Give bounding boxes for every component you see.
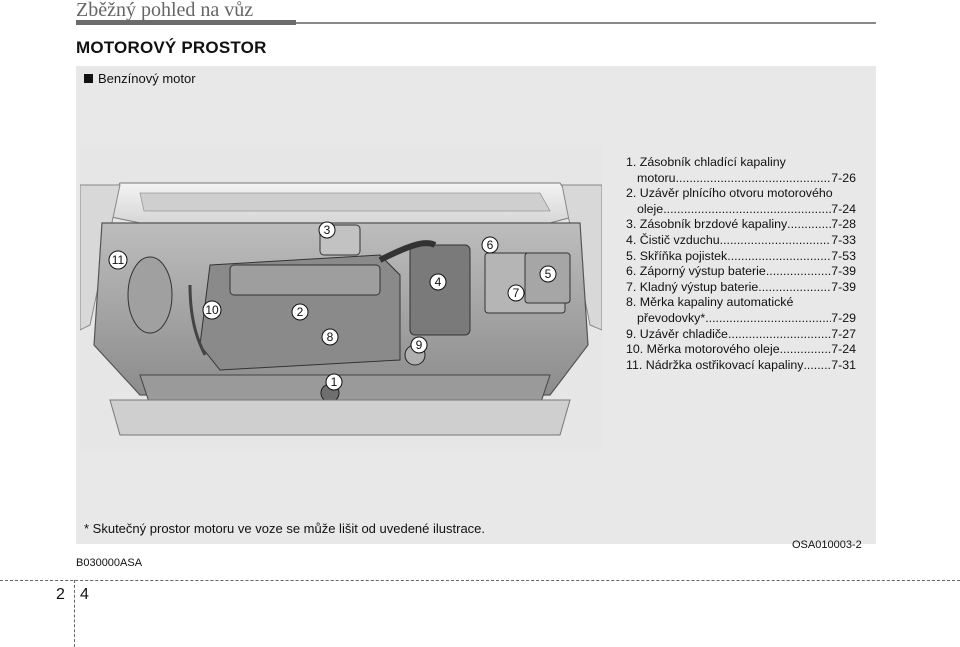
svg-text:2: 2 (297, 305, 304, 319)
part-leader-line: 11. Nádržka ostřikovací kapaliny7-31 (626, 358, 856, 374)
parts-list-item: 7. Kladný výstup baterie7-39 (626, 280, 856, 296)
parts-list-item: 6. Záporný výstup baterie7-39 (626, 264, 856, 280)
callout-3: 3 (318, 221, 336, 239)
parts-list-item: 10. Měrka motorového oleje7-24 (626, 342, 856, 358)
svg-text:3: 3 (324, 223, 331, 237)
svg-text:10: 10 (205, 303, 219, 317)
callout-2: 2 (291, 303, 309, 321)
document-code: B030000ASA (76, 557, 143, 569)
part-page-ref: 7-39 (831, 279, 856, 294)
part-page-ref: 7-26 (831, 170, 856, 185)
svg-text:6: 6 (487, 238, 494, 252)
header-title: Zběžný pohled na vůz (76, 0, 254, 21)
part-page-ref: 7-31 (831, 357, 856, 372)
footer-divider-vertical (74, 580, 75, 647)
part-leader-line: 5. Skříňka pojistek7-53 (626, 249, 856, 265)
part-name-line: 2. Uzávěr plnícího otvoru motorového (626, 186, 833, 201)
svg-text:7: 7 (513, 286, 520, 300)
callout-5: 5 (539, 265, 557, 283)
parts-list-item: 3. Zásobník brzdové kapaliny7-28 (626, 217, 856, 233)
svg-text:8: 8 (327, 330, 334, 344)
part-name-line: 8. Měrka kapaliny automatické (626, 295, 794, 310)
parts-list-item: 9. Uzávěr chladiče7-27 (626, 327, 856, 343)
parts-list: 1. Zásobník chladící kapaliny motoru7-26… (626, 155, 856, 373)
part-page-ref: 7-24 (831, 201, 856, 216)
callout-11: 11 (108, 250, 128, 270)
parts-list-item: 11. Nádržka ostřikovací kapaliny7-31 (626, 358, 856, 374)
callout-9: 9 (410, 336, 428, 354)
callout-1: 1 (325, 373, 343, 391)
square-bullet-icon (84, 74, 93, 83)
header-rule-thin (296, 22, 876, 24)
part-leader-line: oleje7-24 (626, 202, 856, 218)
svg-text:5: 5 (545, 267, 552, 281)
header-rule (76, 20, 296, 25)
chapter-number: 2 (56, 586, 65, 603)
part-leader-line: 7. Kladný výstup baterie7-39 (626, 280, 856, 296)
parts-list-item: 2. Uzávěr plnícího otvoru motorového ole… (626, 186, 856, 217)
svg-text:9: 9 (416, 338, 423, 352)
parts-list-item: 1. Zásobník chladící kapaliny motoru7-26 (626, 155, 856, 186)
part-page-ref: 7-33 (831, 232, 856, 247)
svg-text:4: 4 (435, 275, 442, 289)
subheading: Benzínový motor (84, 71, 196, 86)
part-leader-line: 10. Měrka motorového oleje7-24 (626, 342, 856, 358)
part-leader-line: 9. Uzávěr chladiče7-27 (626, 327, 856, 343)
callout-8: 8 (321, 328, 339, 346)
part-page-ref: 7-53 (831, 248, 856, 263)
part-name-line: 1. Zásobník chladící kapaliny (626, 155, 786, 169)
parts-list-item: 8. Měrka kapaliny automatické převodovky… (626, 295, 856, 326)
callout-7: 7 (507, 284, 525, 302)
subheading-text: Benzínový motor (98, 71, 196, 86)
parts-list-item: 4. Čistič vzduchu7-33 (626, 233, 856, 249)
part-page-ref: 7-39 (831, 264, 856, 279)
figure-code: OSA010003-2 (792, 539, 862, 551)
callout-6: 6 (481, 236, 499, 254)
part-page-ref: 7-29 (831, 310, 856, 325)
section-title: MOTOROVÝ PROSTOR (76, 38, 267, 57)
part-page-ref: 7-24 (831, 342, 856, 357)
svg-text:11: 11 (112, 253, 125, 267)
parts-list-item: 5. Skříňka pojistek7-53 (626, 249, 856, 265)
part-leader-line: motoru7-26 (626, 171, 856, 187)
part-page-ref: 7-27 (831, 326, 856, 341)
footer-divider (0, 580, 960, 581)
page-number: 4 (80, 586, 89, 603)
part-leader-line: 6. Záporný výstup baterie7-39 (626, 264, 856, 280)
engine-illustration: 1 2 3 4 5 6 7 8 9 10 11 (80, 145, 602, 451)
disclaimer-note: * Skutečný prostor motoru ve voze se můž… (84, 521, 486, 536)
callout-10: 10 (202, 300, 222, 320)
part-leader-line: 4. Čistič vzduchu7-33 (626, 233, 856, 249)
callout-4: 4 (429, 273, 447, 291)
part-page-ref: 7-28 (831, 217, 856, 232)
svg-text:1: 1 (331, 375, 338, 389)
part-leader-line: 3. Zásobník brzdové kapaliny7-28 (626, 217, 856, 233)
part-leader-line: převodovky*7-29 (626, 311, 856, 327)
